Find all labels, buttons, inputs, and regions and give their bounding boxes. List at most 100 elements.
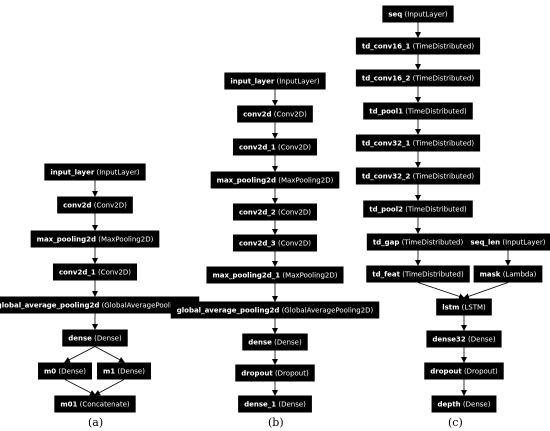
edge-dense-to-m0 [64,346,96,363]
layer-name: dropout [241,370,273,378]
node-box [170,301,380,319]
layer-type: (Conv2D) [274,111,307,119]
layer-type: (TimeDistributed) [413,43,475,51]
node-label: lstm (LSTM) [442,304,486,312]
node-label: depth (Dense) [438,401,491,409]
node-m0: m0 (Dense) [38,362,92,380]
node-seq: seq (InputLayer) [382,5,454,23]
layer-type: (TimeDistributed) [413,75,475,83]
node-gap2d: global_average_pooling2d (GlobalAverageP… [170,301,380,319]
node-td-conv32-1: td_conv32_1 (TimeDistributed) [355,134,481,152]
node-box [210,171,340,189]
layer-type: (Dropout) [464,368,498,376]
node-label: td_conv16_2 (TimeDistributed) [362,75,475,83]
layer-type: (Dense) [274,339,302,347]
layer-type: (GlobalAveragePooling2D) [102,302,194,310]
layer-name: conv2d [243,111,271,119]
edge-td_feat-to-lstm [417,282,465,300]
node-box [355,167,481,185]
node-label: conv2d_3 (Conv2D) [239,240,311,248]
layer-type: (InputLayer) [277,78,320,86]
layer-name: global_average_pooling2d [0,302,99,310]
layer-name: conv2d_1 [59,269,96,277]
layer-type: (GlobalAveragePooling2D) [282,307,374,315]
node-dense-1: dense_1 (Dense) [238,395,312,413]
node-box [57,196,133,214]
layer-type: (Dense) [278,401,306,409]
layer-type: (Dense) [463,401,491,409]
node-label: global_average_pooling2d (GlobalAverageP… [0,302,194,310]
layer-type: (Conv2D) [278,144,311,152]
node-conv2d-1: conv2d_1 (Conv2D) [52,263,138,281]
node-conv2d: conv2d (Conv2D) [237,105,313,123]
node-td-conv16-2: td_conv16_2 (TimeDistributed) [355,69,481,87]
node-max-pooling2d: max_pooling2d (MaxPooling2D) [30,230,160,248]
node-m1: m1 (Dense) [97,362,151,380]
node-label: dropout (Dropout) [430,368,498,376]
node-label: dropout (Dropout) [241,370,309,378]
layer-name: conv2d_1 [239,144,276,152]
node-dense: dense (Dense) [242,333,308,351]
panel-b: input_layer (InputLayer)conv2d (Conv2D)c… [170,72,380,413]
node-box [426,330,502,348]
node-label: dense (Dense) [68,335,122,343]
node-box [235,364,315,382]
layer-name: td_pool2 [369,206,403,214]
node-m01: m01 (Concatenate) [54,395,136,413]
layer-name: dense_1 [244,401,276,409]
layer-type: (InputLayer) [502,239,545,247]
node-label: td_pool1 (TimeDistributed) [369,108,467,116]
node-conv2d: conv2d (Conv2D) [57,196,133,214]
node-td-conv16-1: td_conv16_1 (TimeDistributed) [355,37,481,55]
node-label: m01 (Concatenate) [60,401,130,409]
node-td-conv32-2: td_conv32_2 (TimeDistributed) [355,167,481,185]
node-dense: dense (Dense) [62,329,128,347]
node-box [424,362,504,380]
layer-name: seq [388,11,402,19]
node-label: seq (InputLayer) [388,11,448,19]
layer-name: dense [68,335,92,343]
layer-type: (LSTM) [462,304,486,312]
layer-name: conv2d [63,202,91,210]
node-box [431,395,497,413]
layer-name: td_conv16_1 [362,43,411,51]
panel-a: input_layer (InputLayer) conv2d (Conv2D) m… [0,163,200,413]
layer-type: (Conv2D) [98,269,131,277]
layer-name: m01 [60,401,77,409]
node-label: seq_len (InputLayer) [471,239,546,247]
layer-name: td_feat [372,271,400,279]
layer-type: (Dense) [94,335,122,343]
node-dense32: dense32 (Dense) [426,330,502,348]
node-box [62,329,128,347]
node-box [238,395,312,413]
edge-m0-to-m01 [64,379,96,396]
node-label: td_conv16_1 (TimeDistributed) [362,43,475,51]
edge-mask-to-lstm [463,282,509,300]
layer-name: m0 [44,368,56,376]
node-box [242,333,308,351]
layer-name: max_pooling2d [37,236,96,244]
node-box [237,105,313,123]
edge-m1-to-m01 [94,379,125,396]
node-conv2d-2: conv2d_2 (Conv2D) [232,203,318,221]
node-gap2d: global_average_pooling2d (GlobalAverageP… [0,296,200,314]
node-label: td_conv32_2 (TimeDistributed) [362,173,475,181]
layer-type: (TimeDistributed) [405,108,467,116]
layer-type: (MaxPooling2D) [278,177,333,185]
layer-type: (TimeDistributed) [402,239,464,247]
node-max-pooling2d: max_pooling2d (MaxPooling2D) [210,171,340,189]
layer-name: lstm [442,304,459,312]
node-box [232,203,318,221]
node-label: max_pooling2d (MaxPooling2D) [37,236,154,244]
layer-name: td_gap [373,239,400,247]
node-box [363,102,473,120]
node-label: input_layer (InputLayer) [50,169,140,177]
node-label: conv2d_1 (Conv2D) [239,144,311,152]
node-label: dense32 (Dense) [432,336,495,344]
layer-name: max_pooling2d_1 [212,272,280,280]
layer-name: conv2d_3 [239,240,276,248]
node-box [464,233,550,251]
node-mask: mask (Lambda) [473,265,543,283]
node-box [232,138,318,156]
